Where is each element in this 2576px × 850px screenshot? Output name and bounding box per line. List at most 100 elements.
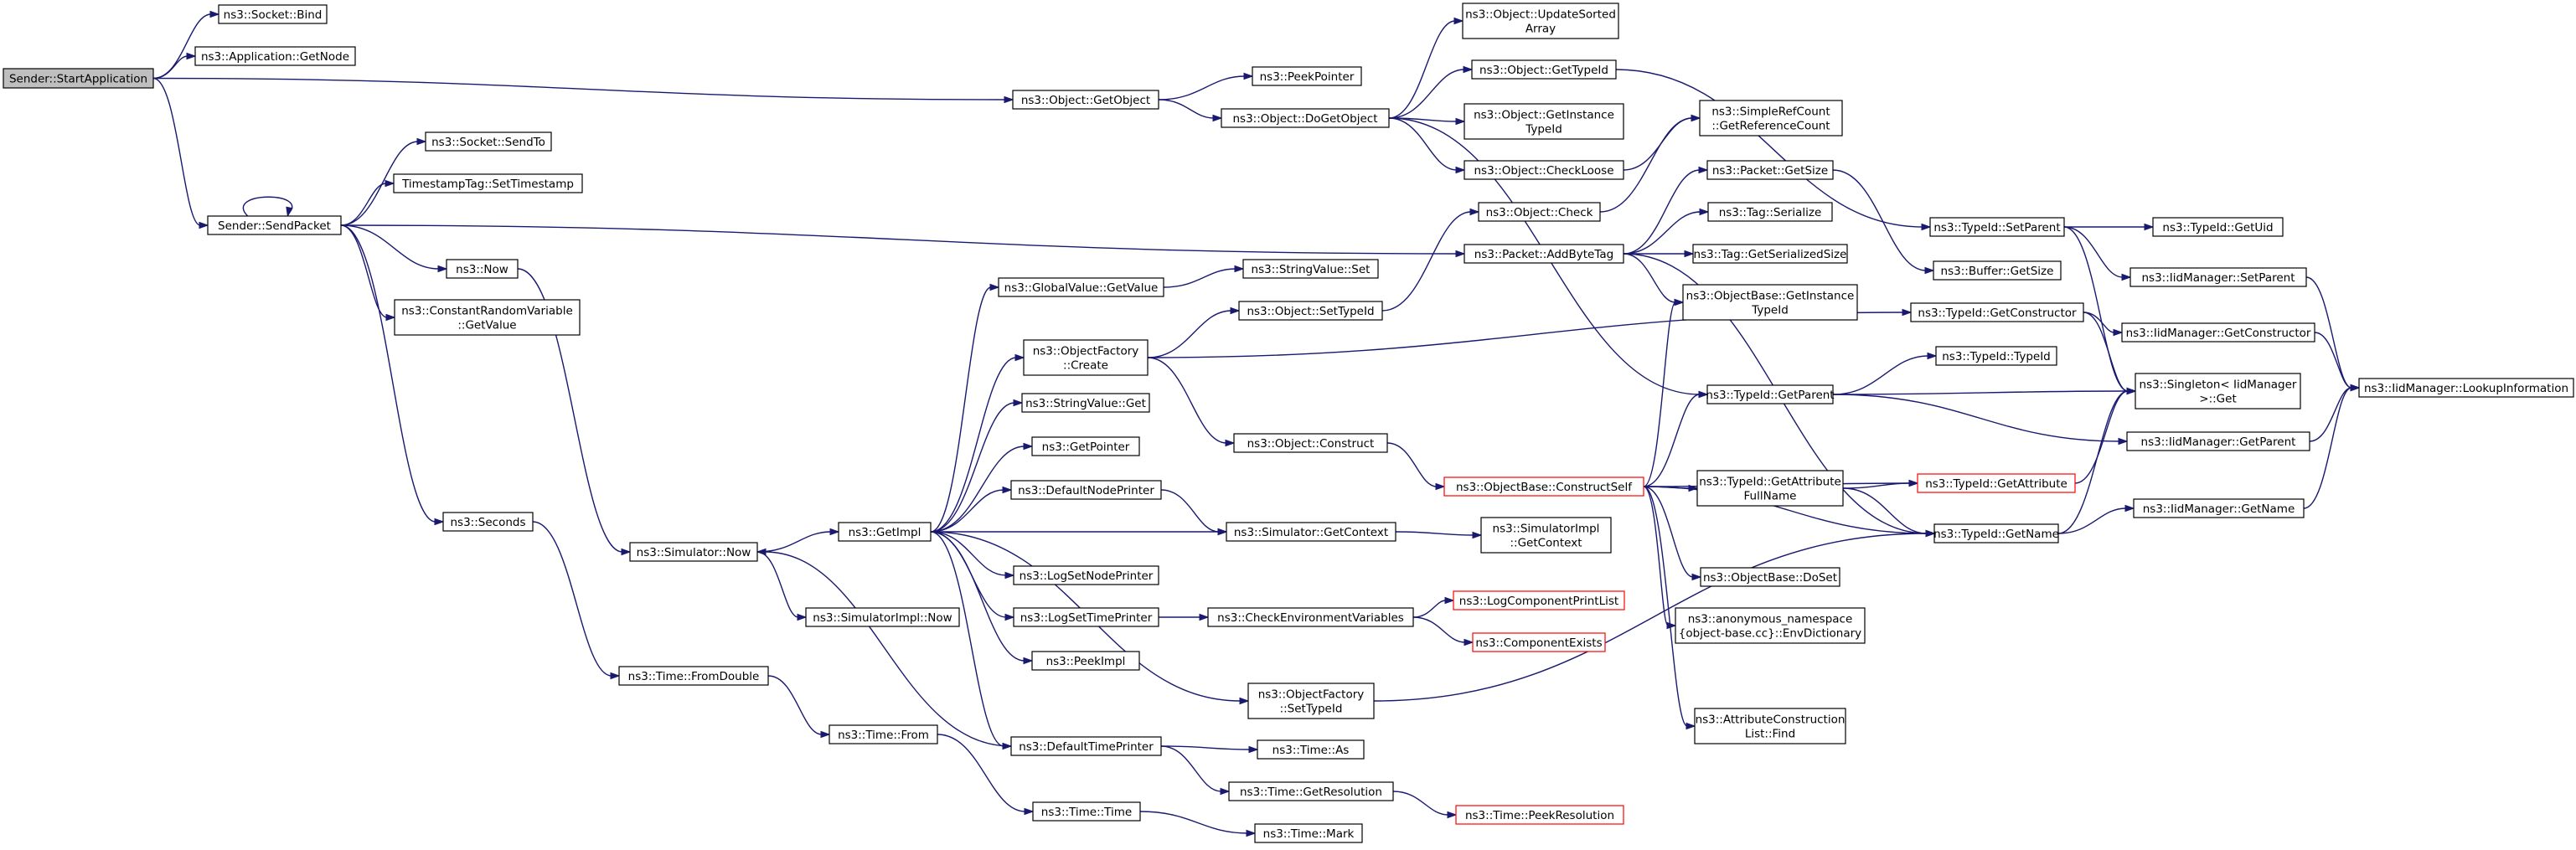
node-label: ns3::IidManager::LookupInformation [2364, 382, 2568, 395]
node-box [2126, 431, 2310, 451]
edge-arrowhead [2113, 328, 2124, 337]
node-strvalset[interactable]: ns3::StringValue::Set [1242, 259, 1379, 279]
edge-fromdouble-to-timefrom [767, 675, 831, 739]
node-checkenv[interactable]: ns3::CheckEnvironmentVariables [1207, 607, 1414, 627]
node-tidsetparent[interactable]: ns3::TypeId::SetParent [1929, 217, 2065, 237]
node-getpointer[interactable]: ns3::GetPointer [1031, 436, 1140, 456]
node-addbytetag[interactable]: ns3::Packet::AddByteTag [1464, 244, 1624, 264]
node-getimpl[interactable]: ns3::GetImpl [838, 522, 932, 542]
node-logtimeprinter[interactable]: ns3::LogSetTimePrinter [1013, 607, 1159, 627]
edge-tidgetparent-to-singletonget [1832, 387, 2137, 395]
edge-arrowhead [1002, 486, 1013, 494]
node-simimplgetcontext[interactable]: ns3::SimulatorImpl::GetContext [1480, 517, 1612, 554]
node-box [1233, 433, 1388, 453]
node-simimplnow[interactable]: ns3::SimulatorImpl::Now [805, 607, 960, 627]
node-tidgetattribute[interactable]: ns3::TypeId::GetAttribute [1917, 473, 2076, 493]
node-deftimeprinter[interactable]: ns3::DefaultTimePrinter [1010, 736, 1162, 756]
node-timefrom[interactable]: ns3::Time::From [829, 724, 938, 744]
node-simgetcontext[interactable]: ns3::Simulator::GetContext [1226, 522, 1396, 542]
node-peekimpl[interactable]: ns3::PeekImpl [1031, 651, 1140, 671]
node-defnodeprinter[interactable]: ns3::DefaultNodePrinter [1010, 480, 1162, 500]
node-label: ns3::StringValue::Set [1252, 263, 1371, 276]
edge-deftimeprinter-to-getresolution [1160, 745, 1231, 796]
node-singletonget[interactable]: ns3::Singleton< IidManager>::Get [2135, 373, 2301, 410]
node-getobject[interactable]: ns3::Object::GetObject [1012, 90, 1159, 110]
node-logcompprintlist[interactable]: ns3::LogComponentPrintList [1453, 590, 1625, 610]
node-tidgetconstructor[interactable]: ns3::TypeId::GetConstructor [1910, 302, 2084, 322]
node-tidgetparent[interactable]: ns3::TypeId::GetParent [1706, 384, 1835, 404]
edge-line [930, 446, 1025, 533]
node-peekptr[interactable]: ns3::PeekPointer [1252, 66, 1362, 86]
node-tidgetuid[interactable]: ns3::TypeId::GetUid [2152, 217, 2284, 237]
node-iidgetname[interactable]: ns3::IidManager::GetName [2133, 498, 2305, 518]
node-timetime[interactable]: ns3::Time::Time [1032, 801, 1141, 822]
node-iidgetconstructor[interactable]: ns3::IidManager::GetConstructor [2121, 322, 2315, 343]
node-label: ns3::TypeId::GetName [1933, 528, 2059, 541]
node-taggetsersize[interactable]: ns3::Tag::GetSerializedSize [1692, 244, 1848, 264]
edge-pktgetsize-to-buffergetsize [1832, 169, 1935, 275]
node-timemark[interactable]: ns3::Time::Mark [1254, 823, 1363, 843]
node-label: ns3::Object::UpdateSorted [1465, 8, 1616, 22]
node-lognodeprinter[interactable]: ns3::LogSetNodePrinter [1013, 565, 1159, 585]
node-box [1694, 708, 1846, 744]
node-buffergetsize[interactable]: ns3::Buffer::GetSize [1933, 260, 2062, 281]
node-peekresolution[interactable]: ns3::Time::PeekResolution [1455, 805, 1624, 825]
edge-logtimeprinter-to-checkenv [1159, 613, 1210, 621]
edge-arrowhead [820, 730, 831, 739]
node-simnow[interactable]: ns3::Simulator::Now [629, 542, 758, 562]
edge-checkenv-to-compexists [1412, 616, 1474, 647]
node-seconds[interactable]: ns3::Seconds [442, 512, 534, 532]
node-box [1012, 90, 1159, 110]
node-objsettypeid[interactable]: ns3::Object::SetTypeId [1238, 301, 1383, 321]
node-iidsetparent[interactable]: ns3::IidManager::SetParent [2129, 267, 2307, 287]
node-sendto[interactable]: ns3::Socket::SendTo [425, 131, 552, 152]
node-tidtypeid[interactable]: ns3::TypeId::TypeId [1935, 346, 2057, 366]
node-compexists[interactable]: ns3::ComponentExists [1472, 632, 1606, 652]
node-simplerefcount[interactable]: ns3::SimpleRefCount::GetReferenceCount [1699, 100, 1843, 137]
node-anonenvdict[interactable]: ns3::anonymous_namespace{object-base.cc}… [1675, 607, 1866, 644]
node-tagserialize[interactable]: ns3::Tag::Serialize [1707, 202, 1833, 222]
node-label: ns3::Simulator::GetContext [1234, 526, 1388, 539]
node-timeas[interactable]: ns3::Time::As [1257, 739, 1365, 760]
node-obdoset[interactable]: ns3::ObjectBase::DoSet [1700, 567, 1840, 587]
node-appnode[interactable]: ns3::Application::GetNode [194, 46, 356, 66]
node-objconstruct[interactable]: ns3::Object::Construct [1233, 433, 1388, 453]
node-gvgetvalue[interactable]: ns3::GlobalValue::GetValue [998, 277, 1164, 297]
node-objfsettypeid[interactable]: ns3::ObjectFactory::SetTypeId [1247, 683, 1375, 719]
edge-arrowhead [1024, 807, 1035, 816]
node-tidgetname[interactable]: ns3::TypeId::GetName [1933, 523, 2059, 543]
node-fromdouble[interactable]: ns3::Time::FromDouble [618, 666, 769, 686]
node-crvgetvalue[interactable]: ns3::ConstantRandomVariable::GetValue [394, 299, 581, 336]
node-getresolution[interactable]: ns3::Time::GetResolution [1228, 781, 1394, 801]
node-pktgetsize[interactable]: ns3::Packet::GetSize [1706, 160, 1834, 180]
edge-line [1388, 69, 1465, 119]
node-iidlookup[interactable]: ns3::IidManager::LookupInformation [2358, 378, 2574, 398]
node-dogetobject[interactable]: ns3::Object::DoGetObject [1221, 108, 1390, 128]
node-objfcreate[interactable]: ns3::ObjectFactory::Create [1023, 339, 1149, 376]
node-label: Sender::StartApplication [9, 73, 147, 86]
node-sockbind[interactable]: ns3::Socket::Bind [218, 4, 328, 24]
node-label: ns3::TypeId::TypeId [1942, 350, 2051, 363]
node-box [1910, 302, 2084, 322]
edge-addbytetag-to-tagserialize [1623, 208, 1710, 255]
node-start[interactable]: Sender::StartApplication [3, 68, 154, 89]
edge-objconstruct-to-constructself [1386, 442, 1446, 491]
node-objcheck[interactable]: ns3::Object::Check [1478, 202, 1601, 222]
edge-sendpacket-to-now [340, 224, 448, 273]
node-constructself[interactable]: ns3::ObjectBase::ConstructSelf [1443, 477, 1644, 497]
edge-simgetcontext-to-simimplgetcontext [1395, 531, 1483, 539]
node-now[interactable]: ns3::Now [446, 259, 519, 279]
node-objgettypeid[interactable]: ns3::Object::GetTypeId [1471, 59, 1617, 80]
node-label: ns3::SimulatorImpl [1493, 523, 1600, 536]
node-checkloose[interactable]: ns3::Object::CheckLoose [1464, 160, 1624, 180]
node-settimestamp[interactable]: TimestampTag::SetTimestamp [393, 173, 583, 193]
node-sendpacket[interactable]: Sender::SendPacket [207, 215, 342, 235]
node-iidgetparent[interactable]: ns3::IidManager::GetParent [2126, 431, 2310, 451]
node-box [1021, 393, 1150, 413]
node-strvalget[interactable]: ns3::StringValue::Get [1021, 393, 1150, 413]
